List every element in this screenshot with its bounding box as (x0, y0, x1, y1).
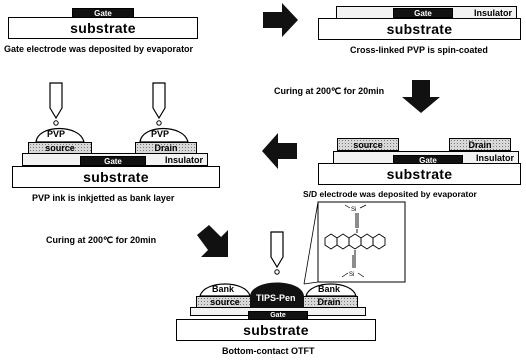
step2-caption: Cross-linked PVP is spin-coated (350, 45, 488, 55)
inkjet-nozzle-left (49, 82, 63, 126)
left-arrow (262, 133, 297, 169)
bank-left (199, 283, 251, 297)
diagonal-arrow (197, 225, 228, 257)
insulator-label-3: Insulator (475, 152, 514, 163)
insulator-label-4: Insulator (164, 154, 203, 165)
svg-text:Si: Si (351, 207, 356, 213)
bank-right (305, 283, 357, 297)
bank-label-right: Bank (318, 284, 341, 294)
tips-pentacene-molecule: Si Si (317, 201, 406, 283)
tips-pen-channel (250, 282, 304, 308)
pvp-bank-left (35, 128, 85, 143)
substrate-3: substrate (318, 163, 521, 185)
inkjet-nozzle-right (152, 82, 166, 126)
down-arrow (402, 80, 440, 113)
pvp-bank-right (139, 128, 189, 143)
source-electrode-3: source (337, 138, 399, 151)
gate-electrode-2: Gate (393, 8, 453, 18)
inkjet-nozzle-bottom (270, 231, 284, 275)
substrate-5: substrate (176, 319, 376, 341)
bank-label-left: Bank (212, 284, 235, 294)
gate-electrode-4: Gate (80, 156, 146, 166)
source-electrode-5: source (196, 296, 254, 308)
curing-label-left: Curing at 200℃ for 20min (46, 235, 156, 245)
curing-label-right: Curing at 200℃ for 20min (274, 86, 384, 96)
substrate-4: substrate (12, 166, 220, 188)
pvp-label-right: PVP (151, 129, 169, 139)
right-arrow (263, 3, 298, 37)
drain-electrode-5: Drain (300, 296, 358, 308)
step3-caption: S/D electrode was deposited by evaporato… (303, 189, 477, 199)
tips-pen-label: TIPS-Pen (256, 293, 296, 303)
pvp-label-left: PVP (47, 129, 65, 139)
step4-caption: PVP ink is inkjetted as bank layer (32, 193, 175, 203)
svg-text:Si: Si (349, 272, 354, 278)
drain-electrode-3: Drain (449, 138, 511, 151)
substrate-1: substrate (8, 17, 198, 39)
step1-caption: Gate electrode was deposited by evaporat… (4, 44, 194, 54)
step5-caption: Bottom-contact OTFT (222, 346, 315, 356)
substrate-2: substrate (318, 18, 521, 40)
insulator-label-2: Insulator (473, 7, 512, 18)
